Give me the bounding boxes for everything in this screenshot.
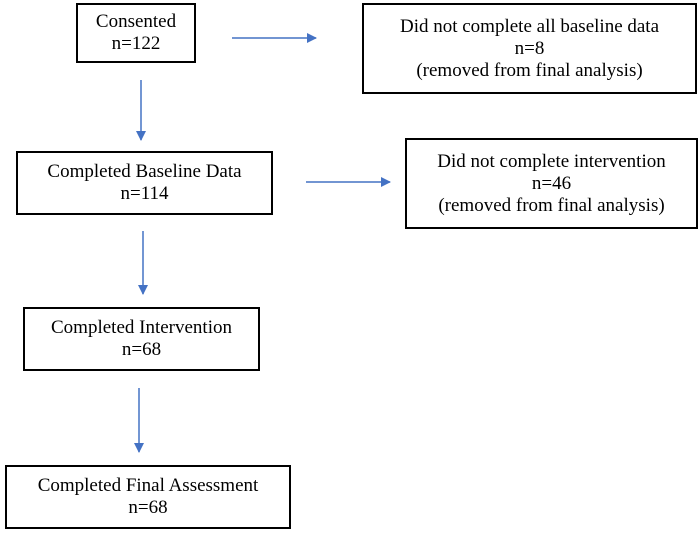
intervention-label: Completed Intervention xyxy=(51,317,232,338)
intervention-count: n=68 xyxy=(121,339,162,360)
baseline-label: Completed Baseline Data xyxy=(47,161,242,182)
final-assessment-label: Completed Final Assessment xyxy=(37,475,259,496)
consented-label: Consented xyxy=(95,11,177,32)
intervention-exclusion-count: n=46 xyxy=(531,172,572,194)
intervention-exclusion-box: Did not complete intervention n=46 (remo… xyxy=(405,138,698,229)
final-assessment-count: n=68 xyxy=(128,497,168,518)
baseline-exclusion-box: Did not complete all baseline data n=8 (… xyxy=(362,3,697,94)
baseline-count: n=114 xyxy=(120,183,169,204)
consented-box: Consented n=122 xyxy=(76,3,196,63)
baseline-box: Completed Baseline Data n=114 xyxy=(16,151,273,215)
baseline-exclusion-note: (removed from final analysis) xyxy=(416,59,643,81)
intervention-exclusion-note: (removed from final analysis) xyxy=(438,194,665,216)
intervention-box: Completed Intervention n=68 xyxy=(23,307,260,371)
baseline-exclusion-label: Did not complete all baseline data xyxy=(399,15,660,37)
baseline-exclusion-count: n=8 xyxy=(514,37,545,59)
final-assessment-box: Completed Final Assessment n=68 xyxy=(5,465,291,529)
consented-count: n=122 xyxy=(111,33,161,54)
intervention-exclusion-label: Did not complete intervention xyxy=(437,150,666,172)
